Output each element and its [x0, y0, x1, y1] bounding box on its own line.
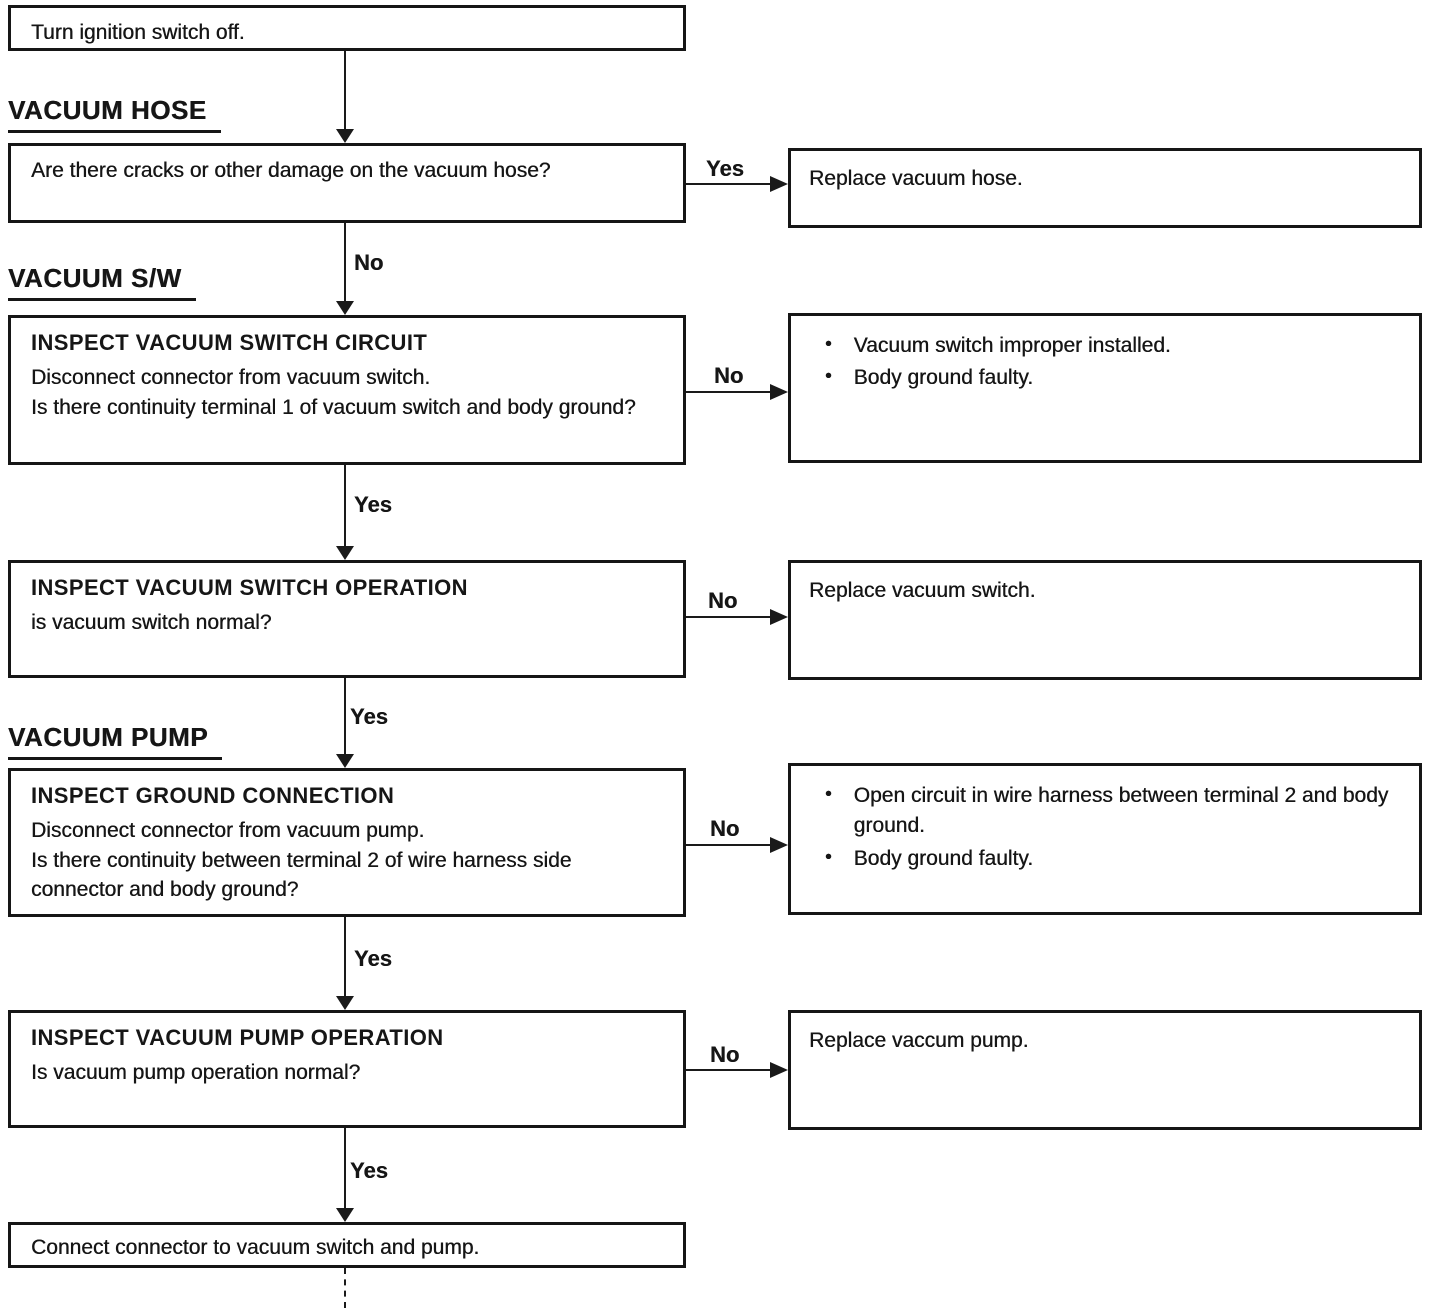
decision-title: INSPECT VACUUM SWITCH OPERATION [31, 575, 468, 600]
arrowhead-right-icon [770, 176, 788, 192]
bullet-icon: • [825, 846, 832, 868]
fault-text: Vacuum switch improper installed. [853, 334, 1171, 357]
result-box-replace-vacuum-switch: Replace vacuum switch. [788, 560, 1422, 680]
result-box-switch-circuit-faults: • Vacuum switch improper installed. • Bo… [788, 313, 1422, 463]
edge-label-yes: Yes [354, 946, 392, 971]
flow-box-connect-connector: Connect connector to vacuum switch and p… [8, 1222, 686, 1268]
connector-line-right [686, 844, 774, 846]
connector-line-continuation [344, 1268, 346, 1308]
result-text: Replace vacuum switch. [809, 579, 1036, 602]
decision-question: is vacuum switch normal? [31, 610, 272, 634]
arrowhead-down-icon [336, 1208, 354, 1222]
edge-label-yes: Yes [350, 1158, 388, 1183]
edge-label-no: No [354, 250, 384, 275]
connector-line-down [344, 51, 346, 131]
fault-text: Body ground faulty. [853, 366, 1034, 390]
arrowhead-right-icon [770, 609, 788, 625]
bullet-icon: • [825, 784, 832, 805]
section-heading-vacuum-hose: VACUUM HOSE [8, 95, 221, 133]
fault-list: • Vacuum switch improper installed. • Bo… [809, 331, 1401, 394]
decision-title: INSPECT VACUUM SWITCH CIRCUIT [31, 330, 428, 355]
edge-label-yes: Yes [706, 156, 744, 181]
connector-line-down [344, 223, 346, 303]
fault-text: Open circuit in wire harness between ter… [853, 784, 1389, 838]
edge-label-no: No [710, 816, 740, 841]
result-box-ground-faults: • Open circuit in wire harness between t… [788, 763, 1422, 915]
result-text: Replace vacuum hose. [809, 167, 1023, 190]
arrowhead-right-icon [770, 384, 788, 400]
decision-title: INSPECT GROUND CONNECTION [31, 783, 395, 808]
connector-line-down [344, 465, 346, 547]
flow-box-turn-ignition-off: Turn ignition switch off. [8, 5, 686, 51]
edge-label-yes: Yes [350, 704, 388, 729]
decision-question: Is there continuity terminal 1 of vacuum… [31, 395, 636, 419]
decision-box-switch-operation: INSPECT VACUUM SWITCH OPERATION is vacuu… [8, 560, 686, 678]
decision-step: Disconnect connector from vacuum pump. [31, 818, 425, 842]
arrowhead-right-icon [770, 1062, 788, 1078]
result-box-replace-vacuum-hose: Replace vacuum hose. [788, 148, 1422, 228]
arrowhead-down-icon [336, 129, 354, 143]
edge-label-no: No [708, 588, 738, 613]
bullet-icon: • [825, 334, 832, 355]
fault-list: • Open circuit in wire harness between t… [809, 781, 1401, 874]
flow-box-text: Turn ignition switch off. [31, 21, 245, 44]
section-heading-vacuum-sw: VACUUM S/W [8, 263, 196, 301]
connector-line-down [344, 917, 346, 996]
arrowhead-down-icon [336, 546, 354, 560]
result-box-replace-vacuum-pump: Replace vaccum pump. [788, 1010, 1422, 1130]
edge-label-no: No [710, 1042, 740, 1067]
decision-box-ground-connection: INSPECT GROUND CONNECTION Disconnect con… [8, 768, 686, 917]
decision-box-switch-circuit: INSPECT VACUUM SWITCH CIRCUIT Disconnect… [8, 315, 686, 465]
bullet-icon: • [825, 366, 832, 388]
section-heading-vacuum-pump: VACUUM PUMP [8, 722, 223, 760]
arrowhead-right-icon [770, 837, 788, 853]
decision-box-vacuum-hose: Are there cracks or other damage on the … [8, 143, 686, 223]
fault-item: • Body ground faulty. [809, 844, 1401, 874]
arrowhead-down-icon [336, 996, 354, 1010]
fault-item: • Vacuum switch improper installed. [809, 331, 1401, 361]
connector-line-right [686, 391, 774, 393]
decision-question: Are there cracks or other damage on the … [31, 159, 551, 182]
decision-box-pump-operation: INSPECT VACUUM PUMP OPERATION Is vacuum … [8, 1010, 686, 1128]
edge-label-yes: Yes [354, 492, 392, 517]
fault-text: Body ground faulty. [853, 846, 1034, 870]
connector-line-down [344, 1128, 346, 1210]
connector-line-right [686, 616, 774, 618]
decision-title: INSPECT VACUUM PUMP OPERATION [31, 1025, 444, 1050]
arrowhead-down-icon [336, 301, 354, 315]
fault-item: • Body ground faulty. [809, 363, 1401, 393]
arrowhead-down-icon [336, 754, 354, 768]
decision-step: Disconnect connector from vacuum switch. [31, 365, 431, 389]
decision-question: Is there continuity between terminal 2 o… [31, 848, 572, 902]
edge-label-no: No [714, 363, 744, 388]
connector-line-right [686, 183, 774, 185]
flow-box-text: Connect connector to vacuum switch and p… [31, 1236, 480, 1259]
fault-item: • Open circuit in wire harness between t… [809, 781, 1401, 842]
result-text: Replace vaccum pump. [809, 1029, 1029, 1052]
connector-line-right [686, 1069, 774, 1071]
decision-question: Is vacuum pump operation normal? [31, 1060, 361, 1084]
connector-line-down [344, 678, 346, 756]
